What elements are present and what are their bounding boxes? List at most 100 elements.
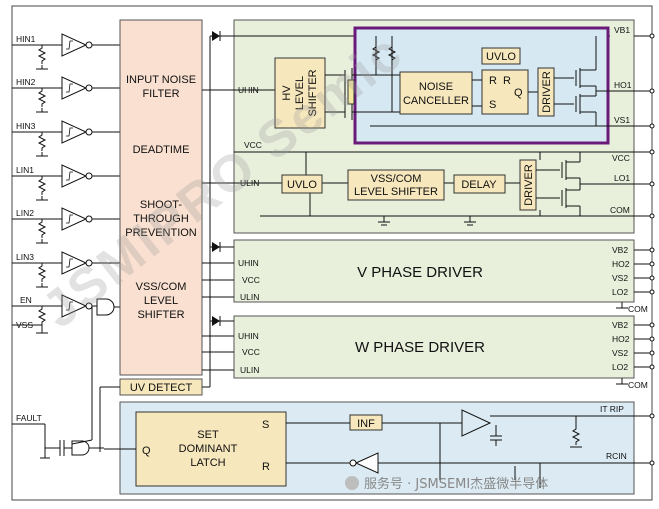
fault-latch-s: S: [262, 419, 269, 431]
uv-detect-label: UV DETECT: [130, 382, 193, 394]
itrip-pin: IT RIP: [600, 404, 624, 414]
svg-text:LATCH: LATCH: [190, 457, 225, 469]
uvlo-high: [481, 47, 521, 65]
rs-latch-high: [481, 69, 529, 115]
w-phase-right-pins: VB2 HO2 VS2 LO2 COM: [612, 320, 648, 390]
svg-text:LO2: LO2: [612, 362, 628, 372]
pin-en: EN: [20, 295, 32, 305]
pin-hin2: HIN2: [16, 77, 36, 87]
svg-text:DELAY: DELAY: [461, 179, 497, 191]
left-pin-labels: HIN1 HIN2 HIN3 LIN1 LIN2 LIN3 EN VSS: [16, 34, 36, 330]
v-phase-block: [233, 239, 635, 303]
input-block-text: INPUT NOISE FILTER DEADTIME SHOOT- THROU…: [125, 74, 197, 321]
u-right-pins: VB1 HO1 VS1 VCC LO1 COM: [610, 25, 632, 215]
input-block: [119, 19, 203, 376]
svg-text:S: S: [489, 99, 496, 111]
svg-text:LEVEL: LEVEL: [294, 76, 306, 110]
delay-block: [453, 174, 506, 194]
svg-text:LEVEL: LEVEL: [144, 295, 178, 307]
svg-text:VCC: VCC: [242, 275, 260, 285]
svg-text:VS1: VS1: [614, 115, 630, 125]
v-phase-title: V PHASE DRIVER: [357, 264, 483, 281]
pulse-filter: [347, 79, 355, 105]
svg-text:HO2: HO2: [612, 259, 630, 269]
vss-com-level-shifter: [347, 169, 445, 201]
svg-text:INF: INF: [357, 418, 375, 430]
pin-lin1: LIN1: [16, 165, 34, 175]
pin-vss: VSS: [16, 320, 33, 330]
left-input-pins: [12, 33, 120, 334]
pin-lin2: LIN2: [16, 208, 34, 218]
v-phase-inputs: UHIN VCC ULIN: [238, 258, 260, 302]
svg-text:LO2: LO2: [612, 287, 628, 297]
svg-text:COM: COM: [610, 205, 630, 215]
svg-text:SHIFTER: SHIFTER: [307, 69, 319, 116]
pin-fault: FAULT: [16, 413, 42, 423]
svg-text:DRIVER: DRIVER: [541, 71, 553, 113]
u-vcc-label: VCC: [244, 140, 262, 150]
svg-text:FILTER: FILTER: [142, 88, 179, 100]
svg-text:COM: COM: [628, 304, 648, 314]
svg-text:VS2: VS2: [612, 273, 628, 283]
svg-text:VCC: VCC: [612, 153, 630, 163]
driver-low: [519, 159, 537, 211]
low-side-mosfets: [536, 151, 634, 216]
bootstrap-diode-u: [212, 31, 220, 41]
fault-latch-r: R: [262, 461, 270, 473]
svg-text:VB1: VB1: [614, 25, 630, 35]
rcin-pin: RCIN: [606, 451, 627, 461]
pin-hin3: HIN3: [16, 121, 36, 131]
svg-text:CANCELLER: CANCELLER: [403, 95, 469, 107]
svg-text:VB2: VB2: [612, 320, 628, 330]
svg-text:VSS/COM: VSS/COM: [371, 173, 422, 185]
w-phase-block: [233, 315, 635, 379]
svg-text:UVLO: UVLO: [287, 179, 317, 191]
svg-text:VB2: VB2: [612, 245, 628, 255]
uvlo-low: [281, 174, 323, 194]
svg-text:R: R: [503, 75, 511, 87]
svg-text:UHIN: UHIN: [238, 331, 259, 341]
svg-text:SHIFTER: SHIFTER: [137, 309, 184, 321]
fault-output-circuit: [12, 306, 120, 459]
svg-text:SHOOT-: SHOOT-: [140, 199, 183, 211]
svg-text:NOISE: NOISE: [419, 81, 453, 93]
svg-text:THROUGH: THROUGH: [133, 213, 189, 225]
svg-text:UVLO: UVLO: [486, 51, 516, 63]
svg-text:COM: COM: [628, 380, 648, 390]
svg-text:R: R: [489, 75, 497, 87]
svg-text:VCC: VCC: [242, 347, 260, 357]
fault-latch-q: Q: [142, 445, 151, 457]
svg-text:UHIN: UHIN: [238, 258, 259, 268]
svg-text:DEADTIME: DEADTIME: [133, 144, 190, 156]
wechat-footer: 服务号 · JSMSEMI杰盛微半导体: [364, 476, 548, 492]
wechat-icon: [345, 476, 359, 490]
w-phase-title: W PHASE DRIVER: [355, 339, 485, 356]
pin-lin3: LIN3: [16, 252, 34, 262]
svg-text:SET: SET: [197, 429, 219, 441]
svg-text:INPUT NOISE: INPUT NOISE: [126, 74, 196, 86]
u-uhin-label: UHIN: [238, 85, 259, 95]
svg-text:DRIVER: DRIVER: [523, 164, 535, 206]
svg-text:DOMINANT: DOMINANT: [179, 443, 238, 455]
driver-high: [537, 67, 555, 117]
svg-text:ULIN: ULIN: [240, 292, 259, 302]
svg-text:VSS/COM: VSS/COM: [136, 281, 187, 293]
svg-text:LO1: LO1: [614, 173, 630, 183]
w-phase-inputs: UHIN VCC ULIN: [238, 331, 260, 375]
svg-text:HV: HV: [281, 85, 293, 101]
svg-text:ULIN: ULIN: [240, 365, 259, 375]
pin-hin1: HIN1: [16, 34, 36, 44]
svg-text:HO1: HO1: [614, 80, 632, 90]
svg-text:HO2: HO2: [612, 334, 630, 344]
v-phase-right-pins: VB2 HO2 VS2 LO2 COM: [612, 245, 648, 314]
outer-frame: [11, 5, 653, 501]
set-dominant-latch: [135, 411, 287, 487]
svg-text:LEVEL SHIFTER: LEVEL SHIFTER: [354, 186, 438, 198]
svg-text:PREVENTION: PREVENTION: [125, 227, 197, 239]
svg-text:VS2: VS2: [612, 348, 628, 358]
svg-text:Q: Q: [514, 87, 523, 99]
u-ulin-label: ULIN: [240, 178, 259, 188]
noise-canceller: [399, 71, 473, 115]
hv-level-shifter: [274, 57, 326, 129]
